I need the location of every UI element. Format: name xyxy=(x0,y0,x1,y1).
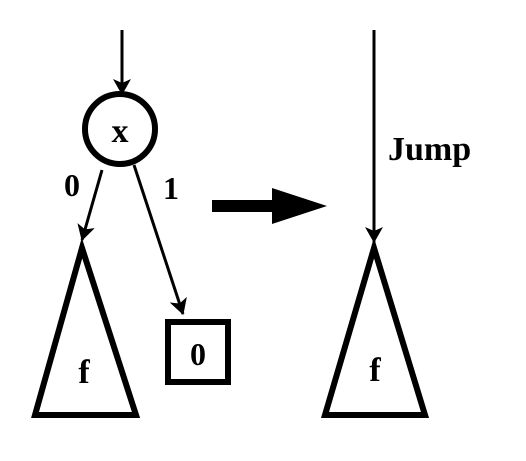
transform-arrow-head xyxy=(272,188,327,224)
subtree-label: f xyxy=(78,354,90,391)
jump-edge-label: Jump xyxy=(388,131,471,168)
subtree-triangle xyxy=(320,237,430,418)
left-diagram: x 0 1 f 0 xyxy=(31,30,231,418)
terminal-zero: 0 xyxy=(165,319,231,385)
zero-edge-label: 0 xyxy=(64,167,80,203)
subtree-triangle xyxy=(31,237,141,418)
transform-arrow xyxy=(212,188,327,224)
terminal-box xyxy=(165,319,231,385)
zero-edge-arrow xyxy=(77,169,104,241)
subtree-label: f xyxy=(369,352,381,389)
one-edge-arrow xyxy=(132,164,187,315)
decision-node-x: x xyxy=(82,91,158,167)
decision-node-label: x xyxy=(112,113,129,150)
one-edge-label: 1 xyxy=(163,170,179,206)
decision-node-circle xyxy=(82,91,158,167)
subtree-f-left: f xyxy=(31,237,141,418)
subtree-f-right: f xyxy=(320,237,430,418)
transform-arrow-shaft xyxy=(212,200,276,212)
terminal-label: 0 xyxy=(190,336,206,372)
right-diagram: Jump f xyxy=(320,30,471,418)
